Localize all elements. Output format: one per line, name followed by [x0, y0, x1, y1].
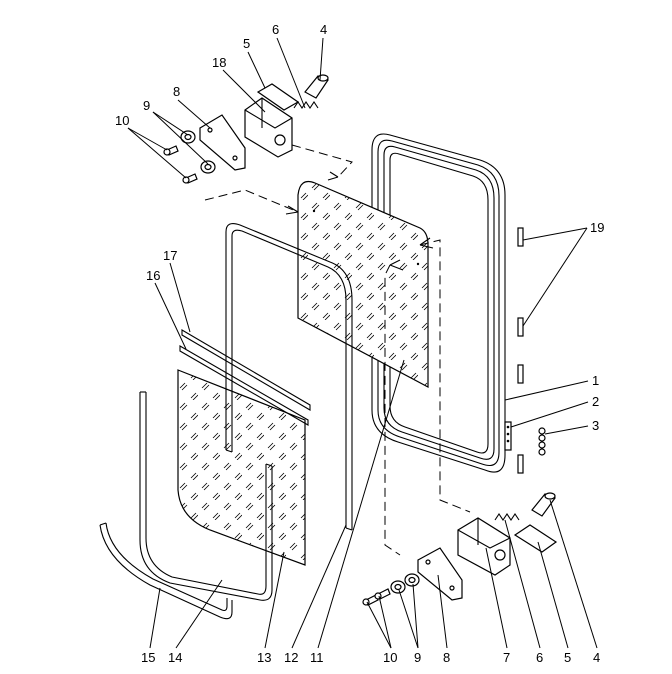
label-3: 3: [592, 418, 599, 433]
rivets: [538, 427, 546, 456]
label-1: 1: [592, 373, 599, 388]
label-10-bottom: 10: [383, 650, 397, 665]
label-7: 7: [503, 650, 510, 665]
label-19: 19: [590, 220, 604, 235]
hinges: [517, 227, 524, 474]
window-frame: [371, 133, 506, 473]
label-10-top: 10: [115, 113, 129, 128]
label-8-bottom: 8: [443, 650, 450, 665]
label-18: 18: [212, 55, 226, 70]
channel-strips: [179, 329, 311, 426]
label-11: 11: [310, 650, 324, 665]
label-15: 15: [141, 650, 155, 665]
label-6-bottom: 6: [536, 650, 543, 665]
part-number-labels: 4 6 5 18 8 9 10 19 1 2 3 17 16 15 14 13 …: [115, 22, 604, 665]
glass-run-channel: [225, 223, 353, 531]
fixed-glass-panel: [177, 369, 306, 566]
label-4-top: 4: [320, 22, 327, 37]
leader-lines: [127, 37, 598, 649]
label-6-top: 6: [272, 22, 279, 37]
label-17: 17: [163, 248, 177, 263]
label-13: 13: [257, 650, 271, 665]
seal-u-channel: [139, 391, 273, 601]
upper-latch-assembly: [163, 74, 329, 184]
label-12: 12: [284, 650, 298, 665]
label-2: 2: [592, 394, 599, 409]
label-9-bottom: 9: [414, 650, 421, 665]
sliding-glass-panel: [297, 180, 429, 388]
lower-latch-assembly: [362, 492, 558, 606]
label-14: 14: [168, 650, 182, 665]
label-4-bottom: 4: [593, 650, 600, 665]
label-16: 16: [146, 268, 160, 283]
assembly-guide-lines: [204, 144, 471, 556]
label-5-bottom: 5: [564, 650, 571, 665]
fastener-strip: [504, 421, 512, 451]
label-8-top: 8: [173, 84, 180, 99]
label-5-top: 5: [243, 36, 250, 51]
bottom-weatherstrip: [99, 522, 233, 620]
label-9-top: 9: [143, 98, 150, 113]
